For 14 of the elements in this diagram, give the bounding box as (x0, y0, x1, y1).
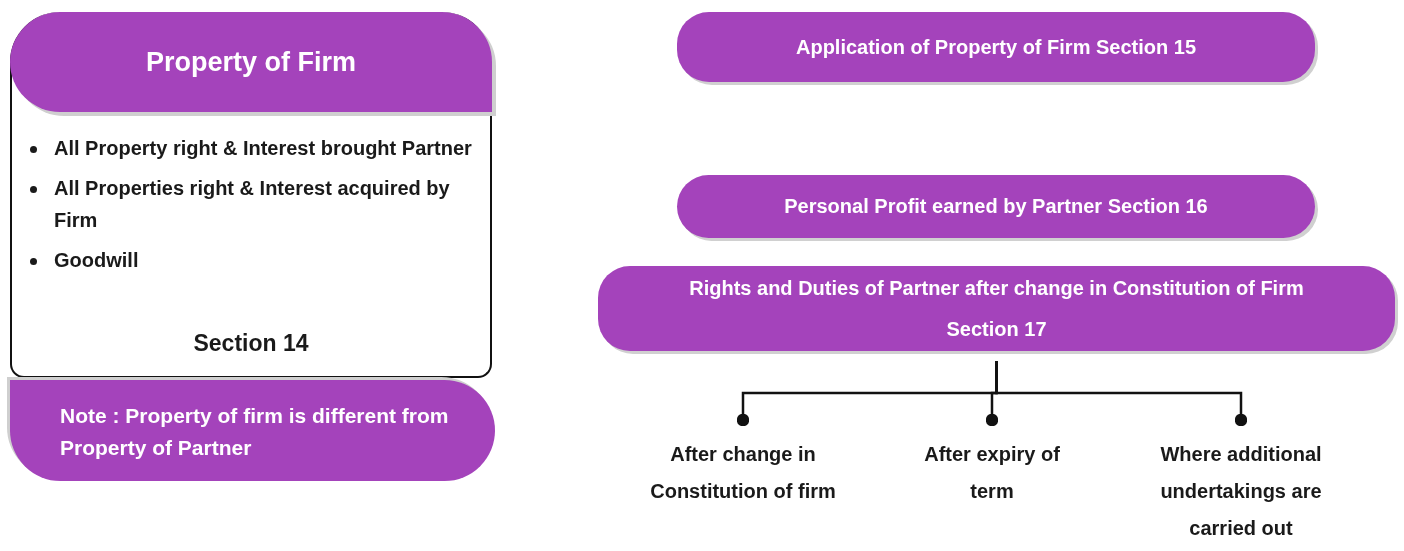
bullet-item: All Properties right & Interest acquired by Firm (54, 177, 450, 231)
section-pill (598, 266, 1395, 351)
connector (995, 361, 1248, 427)
section-pill: Application of Property of Firm Section 15 (677, 12, 1315, 82)
pill-text: Rights and Duties of Partner after change in Constitution of Firm (689, 275, 1304, 301)
pill-text: Section 17 (946, 316, 1047, 342)
branch-label: After expiry of term (917, 428, 1067, 548)
section-pill: Personal Profit earned by Partner Section 16 (677, 175, 1315, 238)
note-banner: Note : Property of firm is different from Property of Partner (10, 380, 495, 481)
section-label: Section 14 (192, 330, 310, 357)
branch-label: After change in Constitution of firm (648, 428, 838, 548)
branch-label: Where additional undertakings are carried out (1136, 428, 1346, 548)
bullet-item: Goodwill (54, 249, 139, 271)
bullet-item: All Property right & Interest brought Partner (54, 137, 472, 159)
